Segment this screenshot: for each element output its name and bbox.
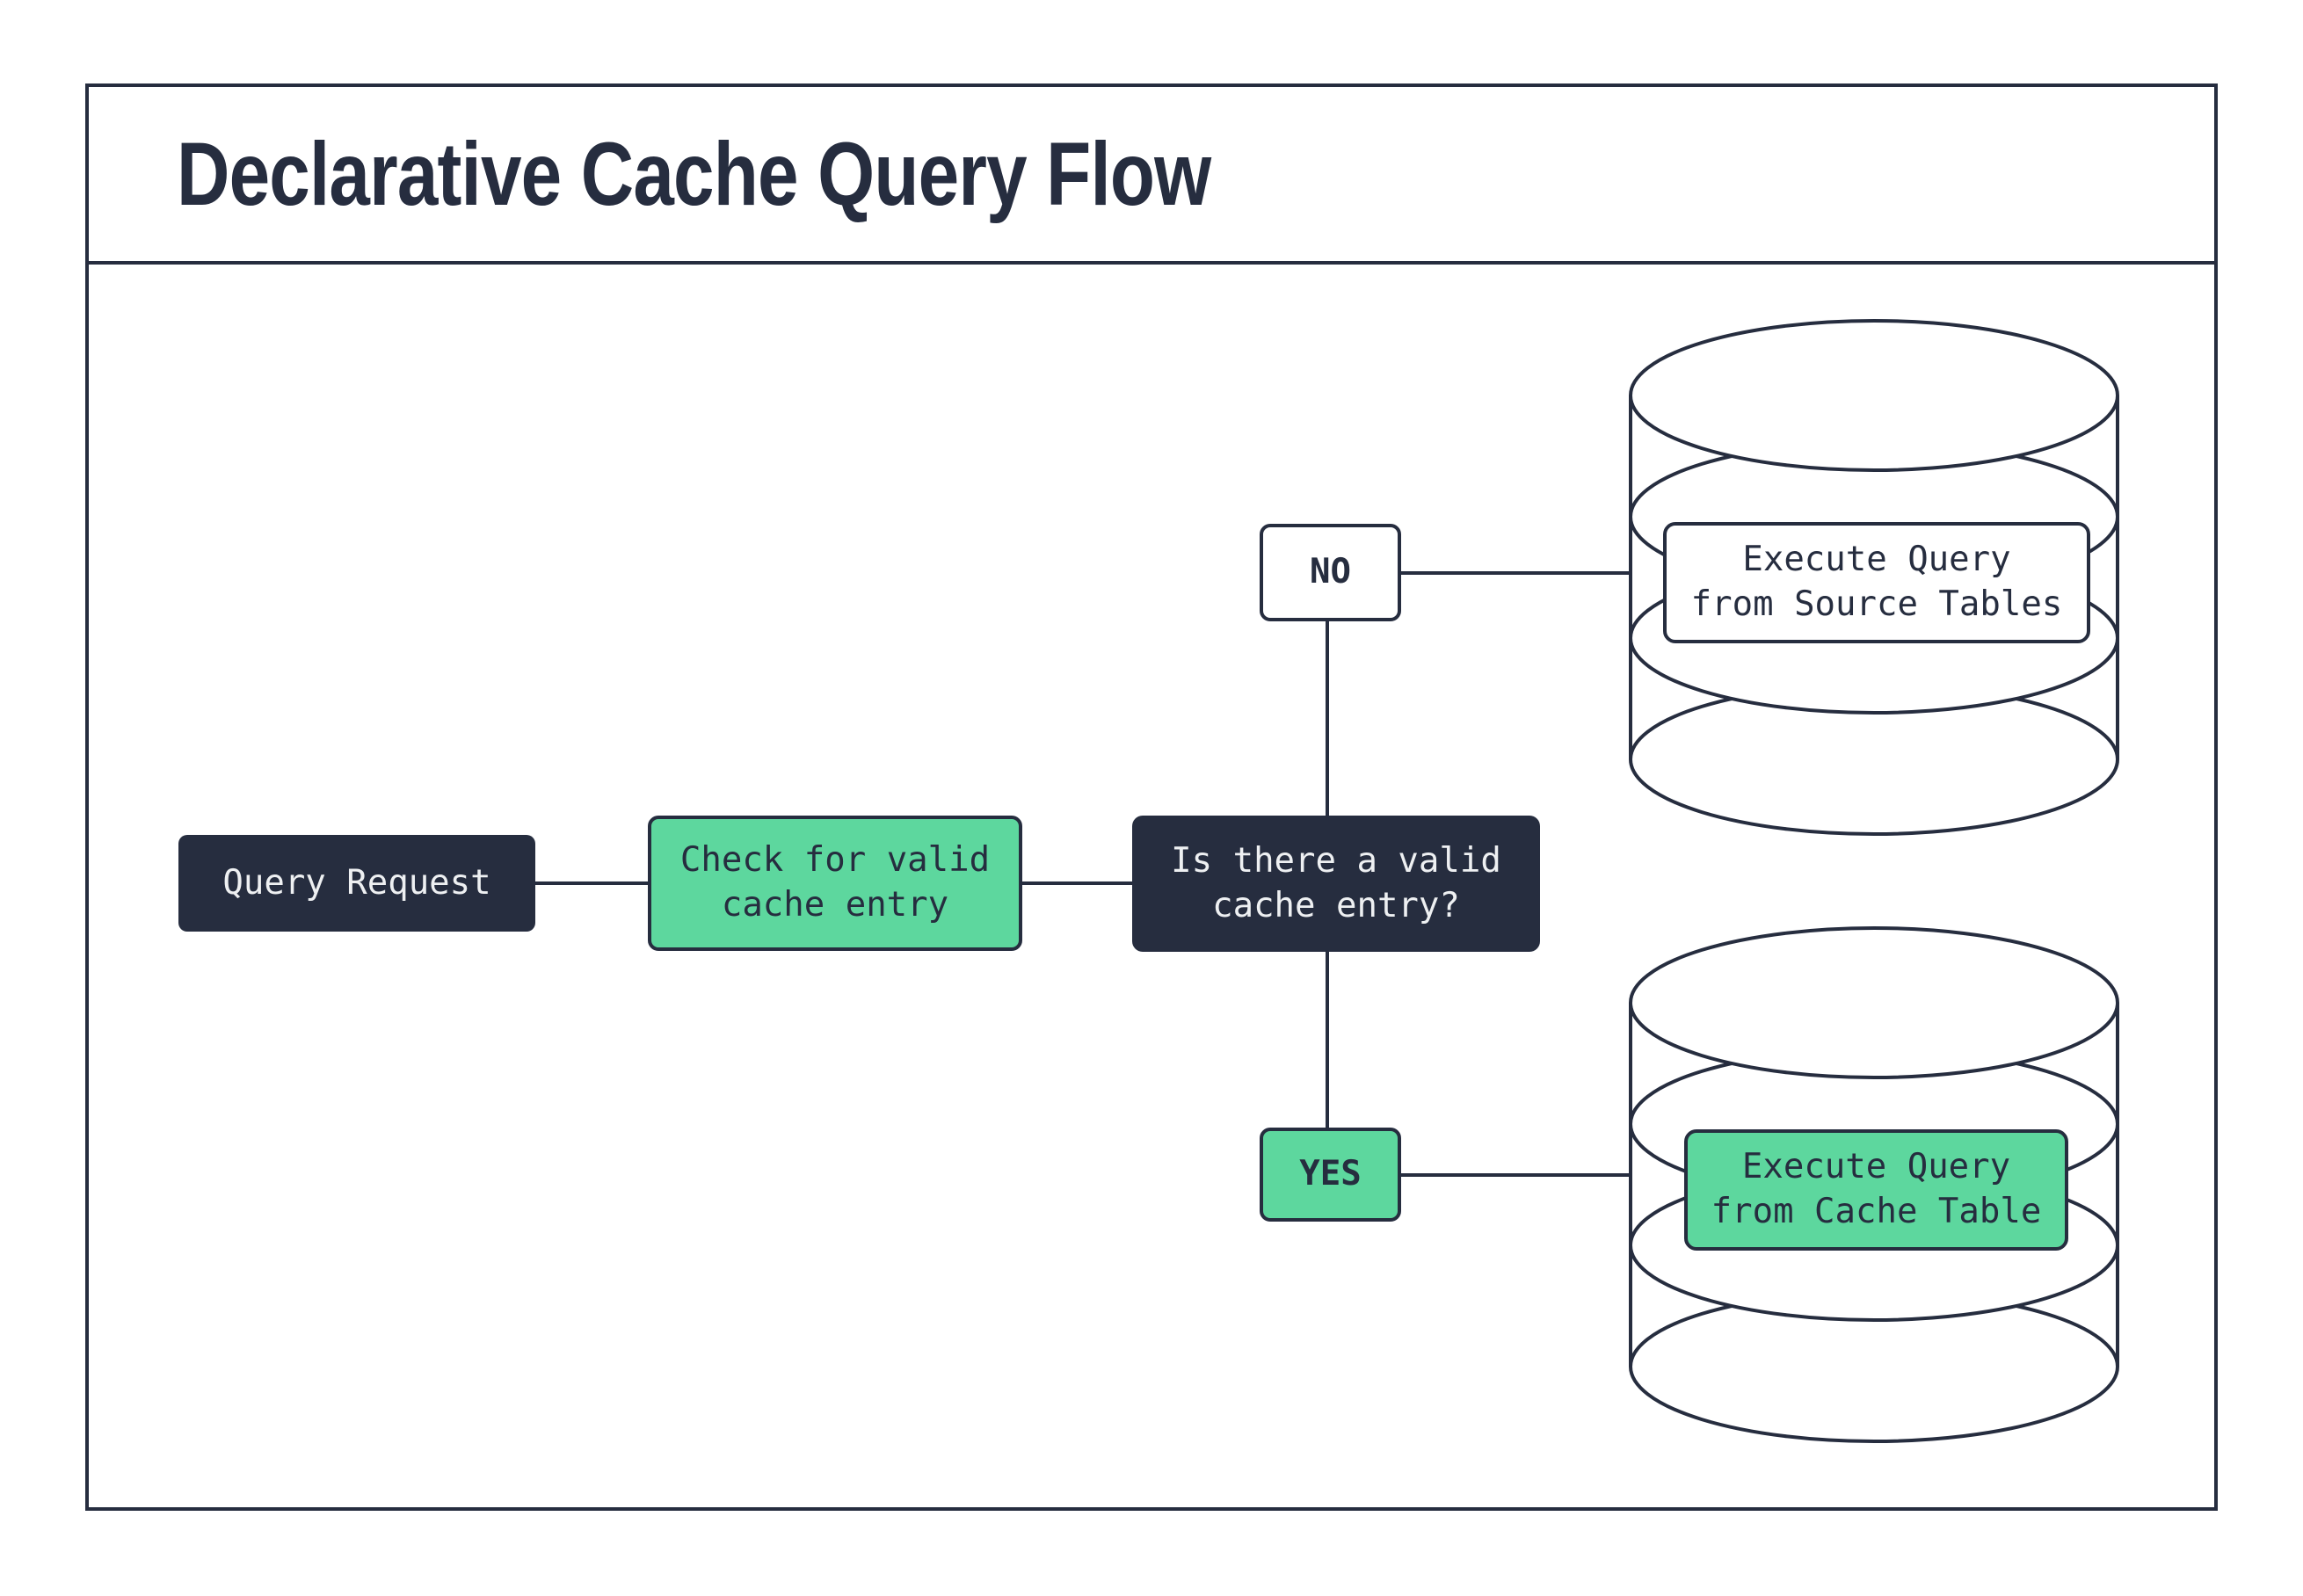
diagram-frame: Declarative Cache Query Flow xyxy=(85,83,2218,1511)
node-query-request-label: Query Request xyxy=(222,862,491,903)
diagram-header: Declarative Cache Query Flow xyxy=(89,87,2214,265)
node-branch-yes: YES xyxy=(1260,1128,1401,1222)
node-branch-yes-label: YES xyxy=(1299,1154,1362,1194)
node-execute-query-source-tables-label: Execute Query from Source Tables xyxy=(1690,540,2063,624)
node-valid-cache-decision-label: Is there a valid cache entry? xyxy=(1171,840,1501,925)
node-branch-no-label: NO xyxy=(1310,552,1351,592)
node-check-cache-entry-label: Check for valid cache entry xyxy=(679,840,991,925)
node-execute-query-cache-table-label: Execute Query from Cache Table xyxy=(1711,1147,2042,1231)
node-branch-no: NO xyxy=(1260,524,1401,621)
node-query-request: Query Request xyxy=(178,835,535,932)
node-execute-query-source-tables: Execute Query from Source Tables xyxy=(1663,522,2090,643)
node-check-cache-entry: Check for valid cache entry xyxy=(648,816,1022,951)
diagram-title: Declarative Cache Query Flow xyxy=(177,123,1211,224)
node-execute-query-cache-table: Execute Query from Cache Table xyxy=(1684,1129,2068,1251)
node-valid-cache-decision: Is there a valid cache entry? xyxy=(1132,816,1540,952)
